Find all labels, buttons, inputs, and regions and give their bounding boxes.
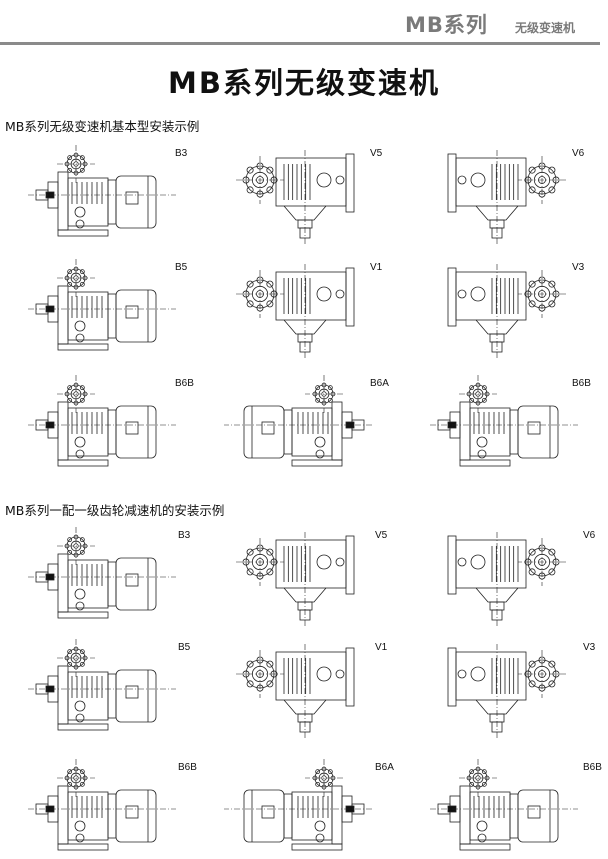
mounting-drawing-v6 (447, 150, 566, 244)
page-title: MB系列无级变速机 (168, 66, 440, 100)
mounting-drawing-b6b (430, 375, 578, 467)
mounting-label: B5 (178, 642, 191, 653)
mounting-drawing-b6a (224, 375, 372, 467)
mounting-label: B6B (572, 378, 591, 389)
mounting-drawing-b6b (430, 759, 578, 851)
mounting-label: V6 (583, 530, 596, 541)
mounting-label: B5 (175, 262, 188, 273)
mounting-drawing-v1 (236, 264, 355, 358)
mounting-drawing-b5 (28, 259, 176, 351)
mounting-label: V3 (583, 642, 596, 653)
header-rule (0, 42, 600, 45)
mounting-drawing-b6a (224, 759, 372, 851)
mounting-drawing-b5 (28, 639, 176, 731)
mounting-drawing-b6b (28, 375, 176, 467)
mounting-label: B6A (375, 762, 394, 773)
header-subtitle: 无级变速机 (515, 21, 576, 35)
mounting-drawing-v3 (447, 644, 566, 738)
mounting-drawing-v6 (447, 532, 566, 626)
mounting-drawing-v1 (236, 644, 355, 738)
mounting-label: V5 (370, 148, 383, 159)
mounting-label: V3 (572, 262, 585, 273)
mounting-label: B3 (178, 530, 191, 541)
mounting-label: B6B (175, 378, 194, 389)
section-heading-gear: MB系列一配一级齿轮减速机的安装示例 (5, 503, 225, 518)
header-series: MB系列 (405, 13, 488, 37)
mounting-label: V5 (375, 530, 388, 541)
mounting-label: B6B (178, 762, 197, 773)
section-heading-basic: MB系列无级变速机基本型安装示例 (5, 119, 200, 134)
mounting-label: B3 (175, 148, 188, 159)
mounting-drawing-v3 (447, 264, 566, 358)
mounting-drawing-b6b (28, 759, 176, 851)
mounting-label: V6 (572, 148, 585, 159)
mounting-label: B6A (370, 378, 389, 389)
mounting-drawing-v5 (236, 532, 355, 626)
mounting-label: V1 (375, 642, 388, 653)
mounting-drawing-v5 (236, 150, 355, 244)
mounting-drawing-b3 (28, 145, 176, 237)
mounting-drawing-b3 (28, 527, 176, 619)
mounting-label: V1 (370, 262, 383, 273)
mounting-label: B6B (583, 762, 602, 773)
